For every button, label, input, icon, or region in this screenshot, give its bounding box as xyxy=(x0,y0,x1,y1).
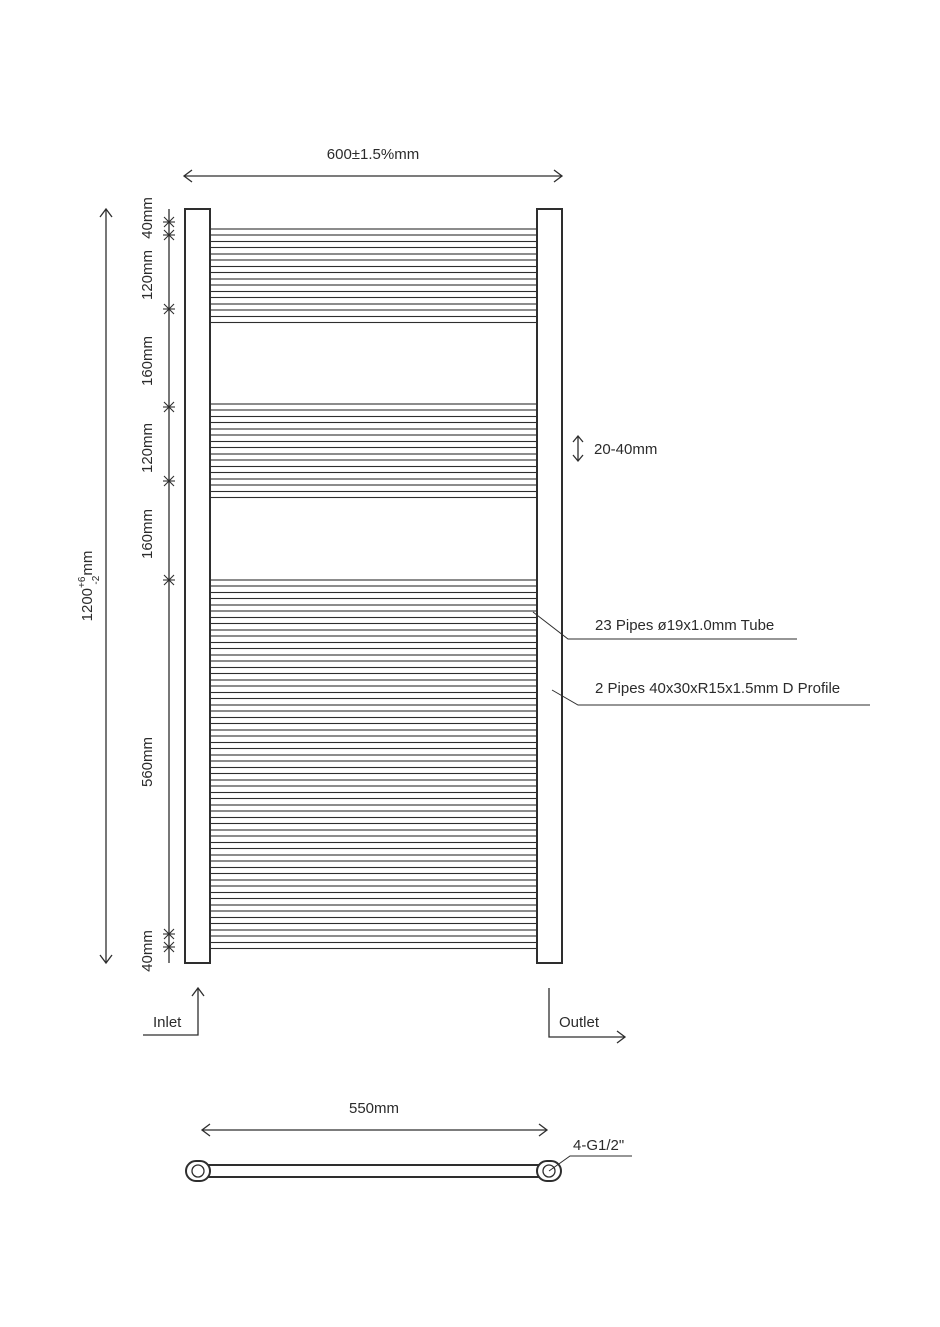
rail-middle xyxy=(209,428,538,436)
height-unit: mm xyxy=(79,551,96,576)
spacing-annotation: 20-40mm xyxy=(572,434,657,463)
rail-top xyxy=(209,290,538,299)
height-main: 1200 xyxy=(79,588,96,621)
rail-bottom xyxy=(209,791,538,800)
bottom-width-dimension: 550mm xyxy=(200,1100,549,1137)
rail-bottom xyxy=(209,666,538,675)
rail-middle xyxy=(209,403,538,411)
rail-top xyxy=(209,278,538,286)
segment-label-gap-1: 160mm xyxy=(139,336,156,386)
bottom-width-label: 550mm xyxy=(349,1100,399,1117)
segment-ticks xyxy=(163,216,175,953)
rail-bottom xyxy=(209,729,538,737)
segment-label-bottom-40: 40mm xyxy=(139,930,156,972)
height-sub: -2 xyxy=(91,575,102,584)
height-dimension: 1200+6-2mm xyxy=(77,207,113,965)
outlet-label: Outlet xyxy=(559,1014,600,1031)
rail-bottom xyxy=(209,916,538,925)
rail-bottom xyxy=(209,641,538,650)
height-label: 1200+6-2mm xyxy=(77,551,102,622)
rail-bottom xyxy=(209,591,538,600)
rail-bottom xyxy=(209,804,538,812)
rail-top xyxy=(209,315,538,324)
outlet-indicator: Outlet xyxy=(548,988,627,1044)
segment-label-middle-group: 120mm xyxy=(139,423,156,473)
rail-middle xyxy=(209,465,538,474)
rail-top xyxy=(209,253,538,261)
height-sup: +6 xyxy=(77,576,88,588)
rail-top xyxy=(209,265,538,274)
rail-bottom xyxy=(209,766,538,775)
rail-bottom xyxy=(209,654,538,662)
segment-dimensions: 40mm 120mm 160mm 120mm 160mm 560mm 40mm xyxy=(139,197,175,972)
rail-bottom xyxy=(209,929,538,937)
top-view-bar xyxy=(207,1164,541,1178)
segment-label-top-group: 120mm xyxy=(139,250,156,300)
rail-bottom xyxy=(209,754,538,762)
rail-bottom xyxy=(209,941,538,950)
rail-bottom xyxy=(209,616,538,625)
inlet-indicator: Inlet xyxy=(143,986,205,1036)
rail-bottom xyxy=(209,904,538,912)
rail-top xyxy=(209,228,538,236)
rail-bottom xyxy=(209,691,538,700)
right-port-icon xyxy=(542,1164,556,1178)
profile-annotation: 2 Pipes 40x30xR15x1.5mm D Profile xyxy=(551,680,870,706)
rail-middle xyxy=(209,415,538,424)
rail-bottom xyxy=(209,679,538,687)
top-view: 4-G1/2" xyxy=(185,1137,632,1182)
rail-top xyxy=(209,240,538,249)
rail-middle xyxy=(209,478,538,486)
tube-annotation: 23 Pipes ø19x1.0mm Tube xyxy=(532,611,797,640)
right-column xyxy=(536,208,563,964)
rail-bottom xyxy=(209,854,538,862)
rail-middle xyxy=(209,440,538,449)
inlet-label: Inlet xyxy=(153,1014,182,1031)
rail-bottom xyxy=(209,604,538,612)
rail-bottom xyxy=(209,716,538,725)
rail-bottom xyxy=(209,891,538,900)
rail-bottom xyxy=(209,779,538,787)
segment-label-top-40: 40mm xyxy=(139,197,156,239)
rail-middle xyxy=(209,453,538,461)
width-dimension: 600±1.5%mm xyxy=(182,146,564,183)
width-label: 600±1.5%mm xyxy=(327,146,419,163)
segment-label-bottom-group: 560mm xyxy=(139,737,156,787)
profile-label: 2 Pipes 40x30xR15x1.5mm D Profile xyxy=(595,680,840,697)
rail-bottom xyxy=(209,829,538,837)
rail-top xyxy=(209,303,538,311)
rail-bottom xyxy=(209,841,538,850)
rail-bottom xyxy=(209,579,538,587)
horizontal-rails xyxy=(209,228,538,950)
rail-bottom xyxy=(209,629,538,637)
rail-bottom xyxy=(209,866,538,875)
left-port-icon xyxy=(191,1164,205,1178)
rail-middle xyxy=(209,490,538,499)
tube-label: 23 Pipes ø19x1.0mm Tube xyxy=(595,617,774,634)
rail-bottom xyxy=(209,879,538,887)
left-end-cap xyxy=(185,1160,211,1182)
spacing-label: 20-40mm xyxy=(594,441,657,458)
rail-bottom xyxy=(209,816,538,825)
fitting-label: 4-G1/2" xyxy=(573,1137,624,1154)
segment-label-gap-2: 160mm xyxy=(139,509,156,559)
left-column xyxy=(184,208,211,964)
rail-bottom xyxy=(209,741,538,750)
rail-bottom xyxy=(209,704,538,712)
